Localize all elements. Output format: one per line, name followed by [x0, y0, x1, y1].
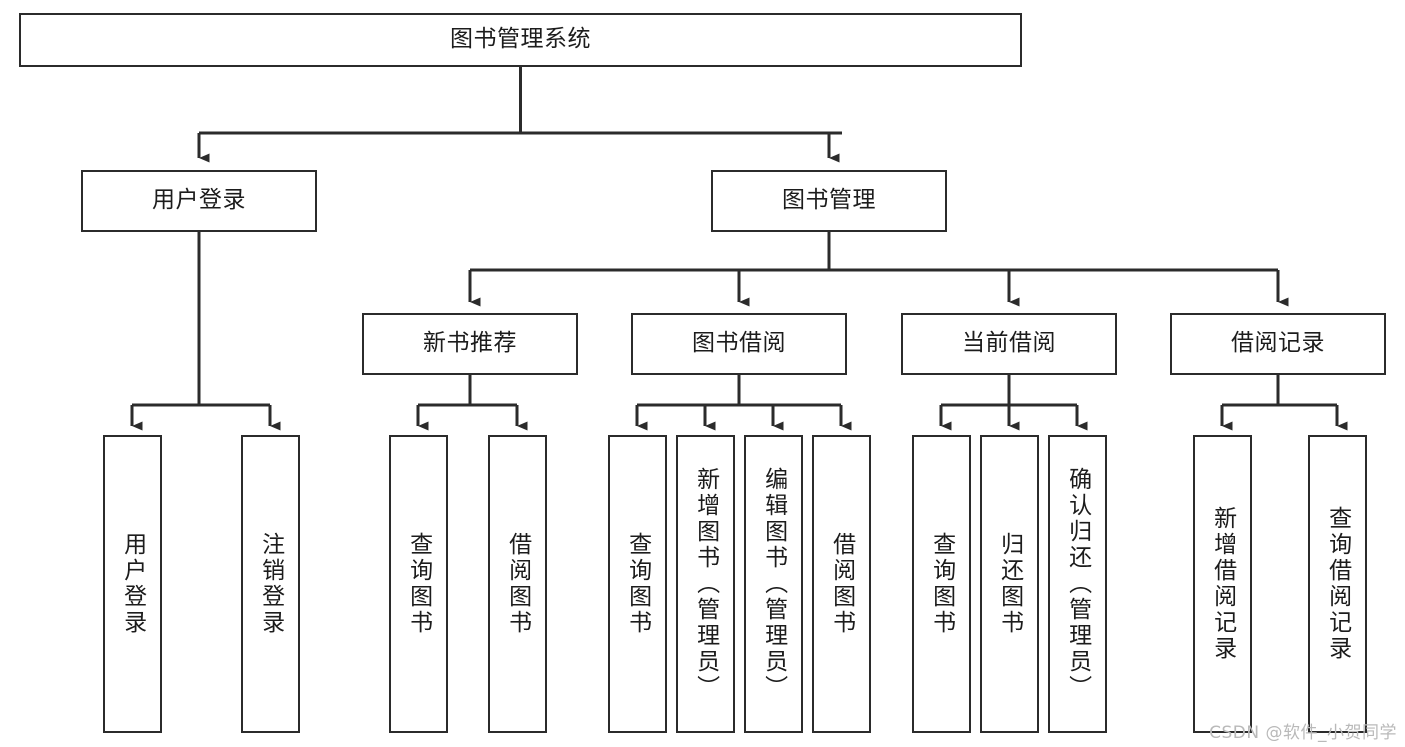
node-leaf-return-book-label: 归还图书 — [996, 532, 1023, 636]
node-leaf-edit-book[interactable]: 编辑图书（管理员） — [744, 435, 803, 733]
node-book-borrow[interactable]: 图书借阅 — [631, 313, 847, 375]
node-leaf-return-book[interactable]: 归还图书 — [980, 435, 1039, 733]
node-book-manage[interactable]: 图书管理 — [711, 170, 947, 232]
node-leaf-confirm-return-label: 确认归还（管理员） — [1064, 467, 1091, 701]
node-book-borrow-label: 图书借阅 — [692, 330, 786, 357]
node-leaf-add-record-label: 新增借阅记录 — [1209, 506, 1236, 662]
node-new-book-recommend[interactable]: 新书推荐 — [362, 313, 578, 375]
node-user-login-label: 用户登录 — [152, 187, 246, 214]
node-root-label: 图书管理系统 — [450, 26, 591, 53]
node-new-book-recommend-label: 新书推荐 — [423, 330, 517, 357]
node-leaf-borrow-book-1[interactable]: 借阅图书 — [488, 435, 547, 733]
node-leaf-query-book-3-label: 查询图书 — [928, 532, 955, 636]
node-current-borrow-label: 当前借阅 — [962, 330, 1056, 357]
node-book-manage-label: 图书管理 — [782, 187, 876, 214]
node-leaf-query-record-label: 查询借阅记录 — [1324, 506, 1351, 662]
node-leaf-borrow-book-2-label: 借阅图书 — [828, 532, 855, 636]
node-root[interactable]: 图书管理系统 — [19, 13, 1022, 67]
node-leaf-query-book-2[interactable]: 查询图书 — [608, 435, 667, 733]
node-leaf-confirm-return[interactable]: 确认归还（管理员） — [1048, 435, 1107, 733]
node-leaf-borrow-book-1-label: 借阅图书 — [504, 532, 531, 636]
watermark-text: CSDN @软件_小贺同学 — [1209, 723, 1397, 743]
node-leaf-add-book[interactable]: 新增图书（管理员） — [676, 435, 735, 733]
node-leaf-logout-label: 注销登录 — [257, 532, 284, 636]
node-leaf-user-login[interactable]: 用户登录 — [103, 435, 162, 733]
node-leaf-query-record[interactable]: 查询借阅记录 — [1308, 435, 1367, 733]
node-borrow-record-label: 借阅记录 — [1231, 330, 1325, 357]
node-current-borrow[interactable]: 当前借阅 — [901, 313, 1117, 375]
node-leaf-borrow-book-2[interactable]: 借阅图书 — [812, 435, 871, 733]
node-leaf-query-book-1[interactable]: 查询图书 — [389, 435, 448, 733]
node-leaf-add-book-label: 新增图书（管理员） — [692, 467, 719, 701]
node-leaf-query-book-3[interactable]: 查询图书 — [912, 435, 971, 733]
node-leaf-add-record[interactable]: 新增借阅记录 — [1193, 435, 1252, 733]
node-leaf-user-login-label: 用户登录 — [119, 532, 146, 636]
node-leaf-logout[interactable]: 注销登录 — [241, 435, 300, 733]
node-borrow-record[interactable]: 借阅记录 — [1170, 313, 1386, 375]
node-leaf-edit-book-label: 编辑图书（管理员） — [760, 467, 787, 701]
node-leaf-query-book-1-label: 查询图书 — [405, 532, 432, 636]
node-leaf-query-book-2-label: 查询图书 — [624, 532, 651, 636]
node-user-login[interactable]: 用户登录 — [81, 170, 317, 232]
